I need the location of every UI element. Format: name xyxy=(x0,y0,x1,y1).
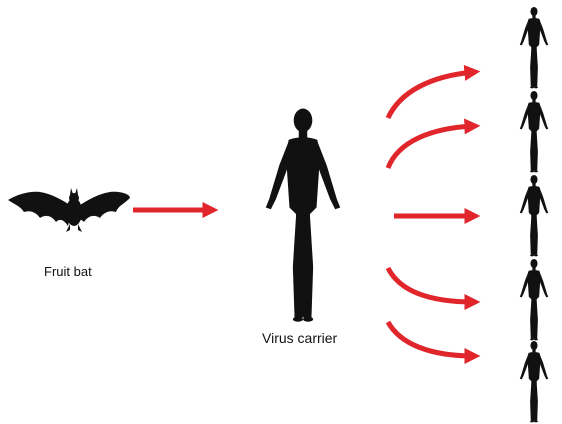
bat-icon xyxy=(8,188,130,232)
recipient-person-icon xyxy=(520,341,548,422)
recipient-person-icon xyxy=(520,175,548,256)
carrier-label: Virus carrier xyxy=(262,330,338,346)
bat-label: Fruit bat xyxy=(44,264,92,279)
recipient-person-icon xyxy=(520,259,548,340)
arrow-to-recipient-1 xyxy=(388,72,474,118)
arrow-to-recipient-4 xyxy=(388,268,474,302)
arrow-to-recipient-2 xyxy=(388,126,474,168)
carrier-person-icon xyxy=(266,109,340,322)
recipient-person-icon xyxy=(520,7,548,88)
recipient-person-icon xyxy=(520,91,548,172)
arrow-to-recipient-5 xyxy=(388,322,474,356)
